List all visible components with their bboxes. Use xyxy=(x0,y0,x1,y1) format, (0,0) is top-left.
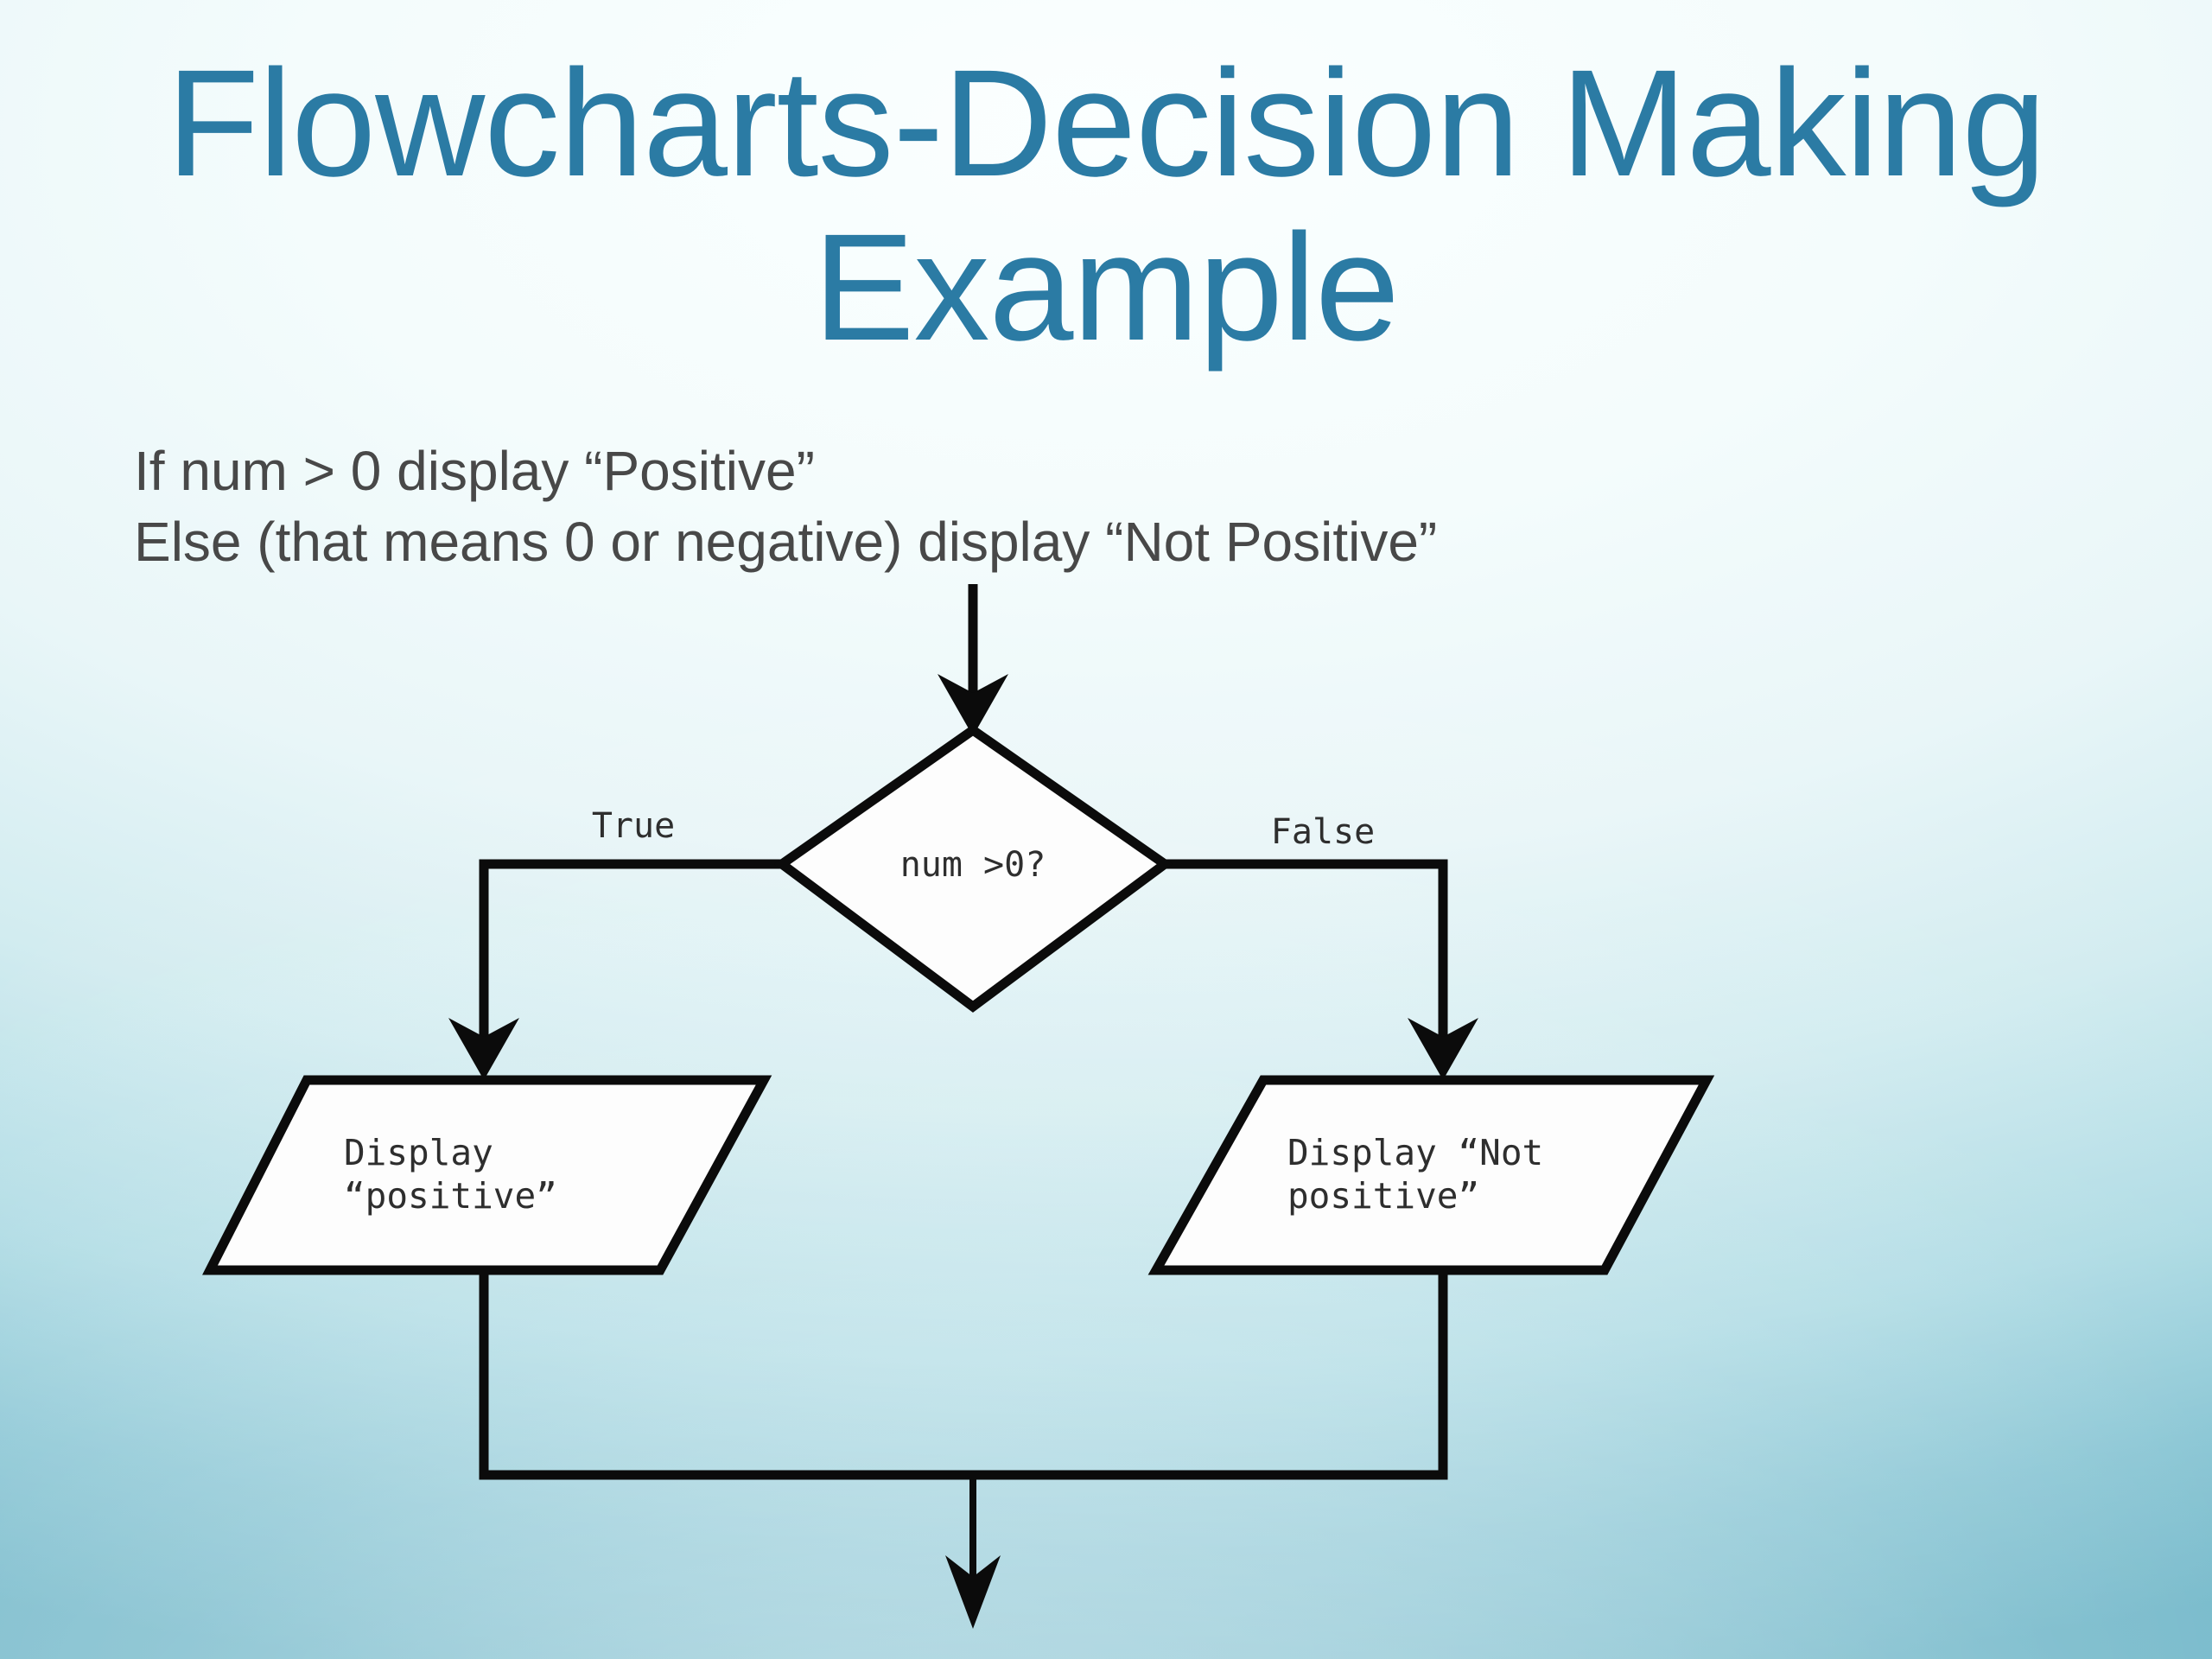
true-branch-label: True xyxy=(592,806,675,846)
connector-entry-arrow xyxy=(938,584,1008,736)
description-text: If num > 0 display “Positive” Else (that… xyxy=(134,436,1437,578)
false-branch-label: False xyxy=(1271,812,1375,852)
process-node-left[interactable]: Display “positive” xyxy=(202,1075,772,1275)
process-right-line-1: Display “Not xyxy=(1287,1132,1543,1173)
process-node-right[interactable]: Display “Not positive” xyxy=(1147,1075,1715,1275)
page-title: Flowcharts-Decision Making Example xyxy=(166,39,2047,373)
process-right-line-2: positive” xyxy=(1287,1175,1479,1217)
connector-merge-path xyxy=(479,1270,1448,1629)
decision-label: num >0? xyxy=(900,845,1046,885)
connector-false-path xyxy=(1165,859,1478,1080)
connector-true-path xyxy=(448,859,782,1080)
decision-node[interactable]: num >0? xyxy=(773,724,1173,1013)
description-line-2: Else (that means 0 or negative) display … xyxy=(134,510,1438,573)
description-line-1: If num > 0 display “Positive” xyxy=(134,440,815,502)
process-left-line-1: Display xyxy=(344,1132,493,1173)
process-left-line-2: “positive” xyxy=(344,1175,557,1217)
